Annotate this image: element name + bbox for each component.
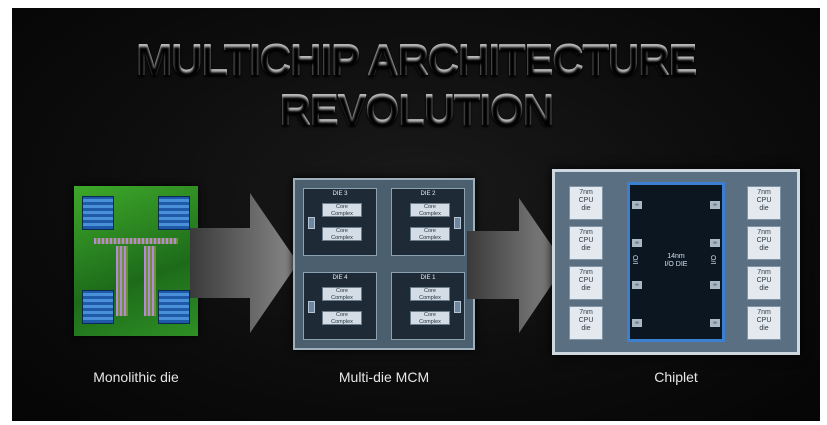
if-connector: ∞ [632, 319, 642, 327]
cpu-die: 7nm CPU die [747, 226, 781, 260]
die-label: DIE 3 [332, 191, 348, 197]
if-connector: ∞ [710, 239, 720, 247]
caption-monolithic: Monolithic die [93, 369, 179, 385]
slide: MULTICHIP ARCHITECTURE REVOLUTION DIE 3 … [12, 8, 820, 421]
monolithic-die-image [74, 186, 198, 336]
core-complex: Core Complex [410, 311, 450, 325]
cpu-die: 7nm CPU die [747, 266, 781, 300]
io-block [308, 217, 315, 229]
die-stripe [116, 246, 128, 316]
caption-mcm: Multi-die MCM [338, 369, 430, 385]
die-label: DIE 1 [420, 275, 436, 281]
die-2: DIE 2 Core Complex Core Complex [391, 188, 465, 256]
arrow-right-icon [190, 193, 298, 333]
cpu-die: 7nm CPU die [747, 186, 781, 220]
cpu-die: 7nm CPU die [569, 186, 603, 220]
multi-die-mcm-diagram: DIE 3 Core Complex Core Complex DIE 2 Co… [293, 178, 475, 350]
core-complex: Core Complex [410, 203, 450, 217]
die-1: DIE 1 Core Complex Core Complex [391, 272, 465, 340]
die-label: DIE 2 [420, 191, 436, 197]
die-stripe [94, 238, 178, 244]
core-complex: Core Complex [322, 311, 362, 325]
cpu-die: 7nm CPU die [569, 306, 603, 340]
die-quadrant [82, 196, 114, 230]
core-complex: Core Complex [410, 227, 450, 241]
die-quadrant [158, 196, 190, 230]
die-stripe [144, 246, 156, 316]
if-connector: ∞ [632, 201, 642, 209]
chiplet-diagram: 7nm CPU die 7nm CPU die 7nm CPU die 7nm … [552, 169, 800, 355]
io-block [454, 217, 461, 229]
slide-title: MULTICHIP ARCHITECTURE REVOLUTION [12, 36, 820, 136]
core-complex: Core Complex [322, 287, 362, 301]
die-3: DIE 3 Core Complex Core Complex [303, 188, 377, 256]
core-complex: Core Complex [322, 203, 362, 217]
io-block [454, 301, 461, 313]
io-die-label: 14nm I/O DIE [664, 253, 688, 268]
if-connector: ∞ [632, 281, 642, 289]
if-connector: ∞ [710, 281, 720, 289]
arrow-right-icon [467, 198, 565, 333]
die-quadrant [158, 290, 190, 324]
caption-chiplet: Chiplet [654, 369, 698, 385]
io-die: ∞ ∞ ∞ ∞ ∞ ∞ ∞ ∞ I/O I/O 14nm I/O DIE [627, 182, 725, 342]
if-connector: ∞ [632, 239, 642, 247]
die-quadrant [82, 290, 114, 324]
cpu-die: 7nm CPU die [747, 306, 781, 340]
if-connector: ∞ [710, 319, 720, 327]
cpu-die: 7nm CPU die [569, 266, 603, 300]
cpu-die: 7nm CPU die [569, 226, 603, 260]
io-block [308, 301, 315, 313]
core-complex: Core Complex [322, 227, 362, 241]
die-4: DIE 4 Core Complex Core Complex [303, 272, 377, 340]
if-connector: ∞ [710, 201, 720, 209]
core-complex: Core Complex [410, 287, 450, 301]
die-label: DIE 4 [332, 275, 348, 281]
